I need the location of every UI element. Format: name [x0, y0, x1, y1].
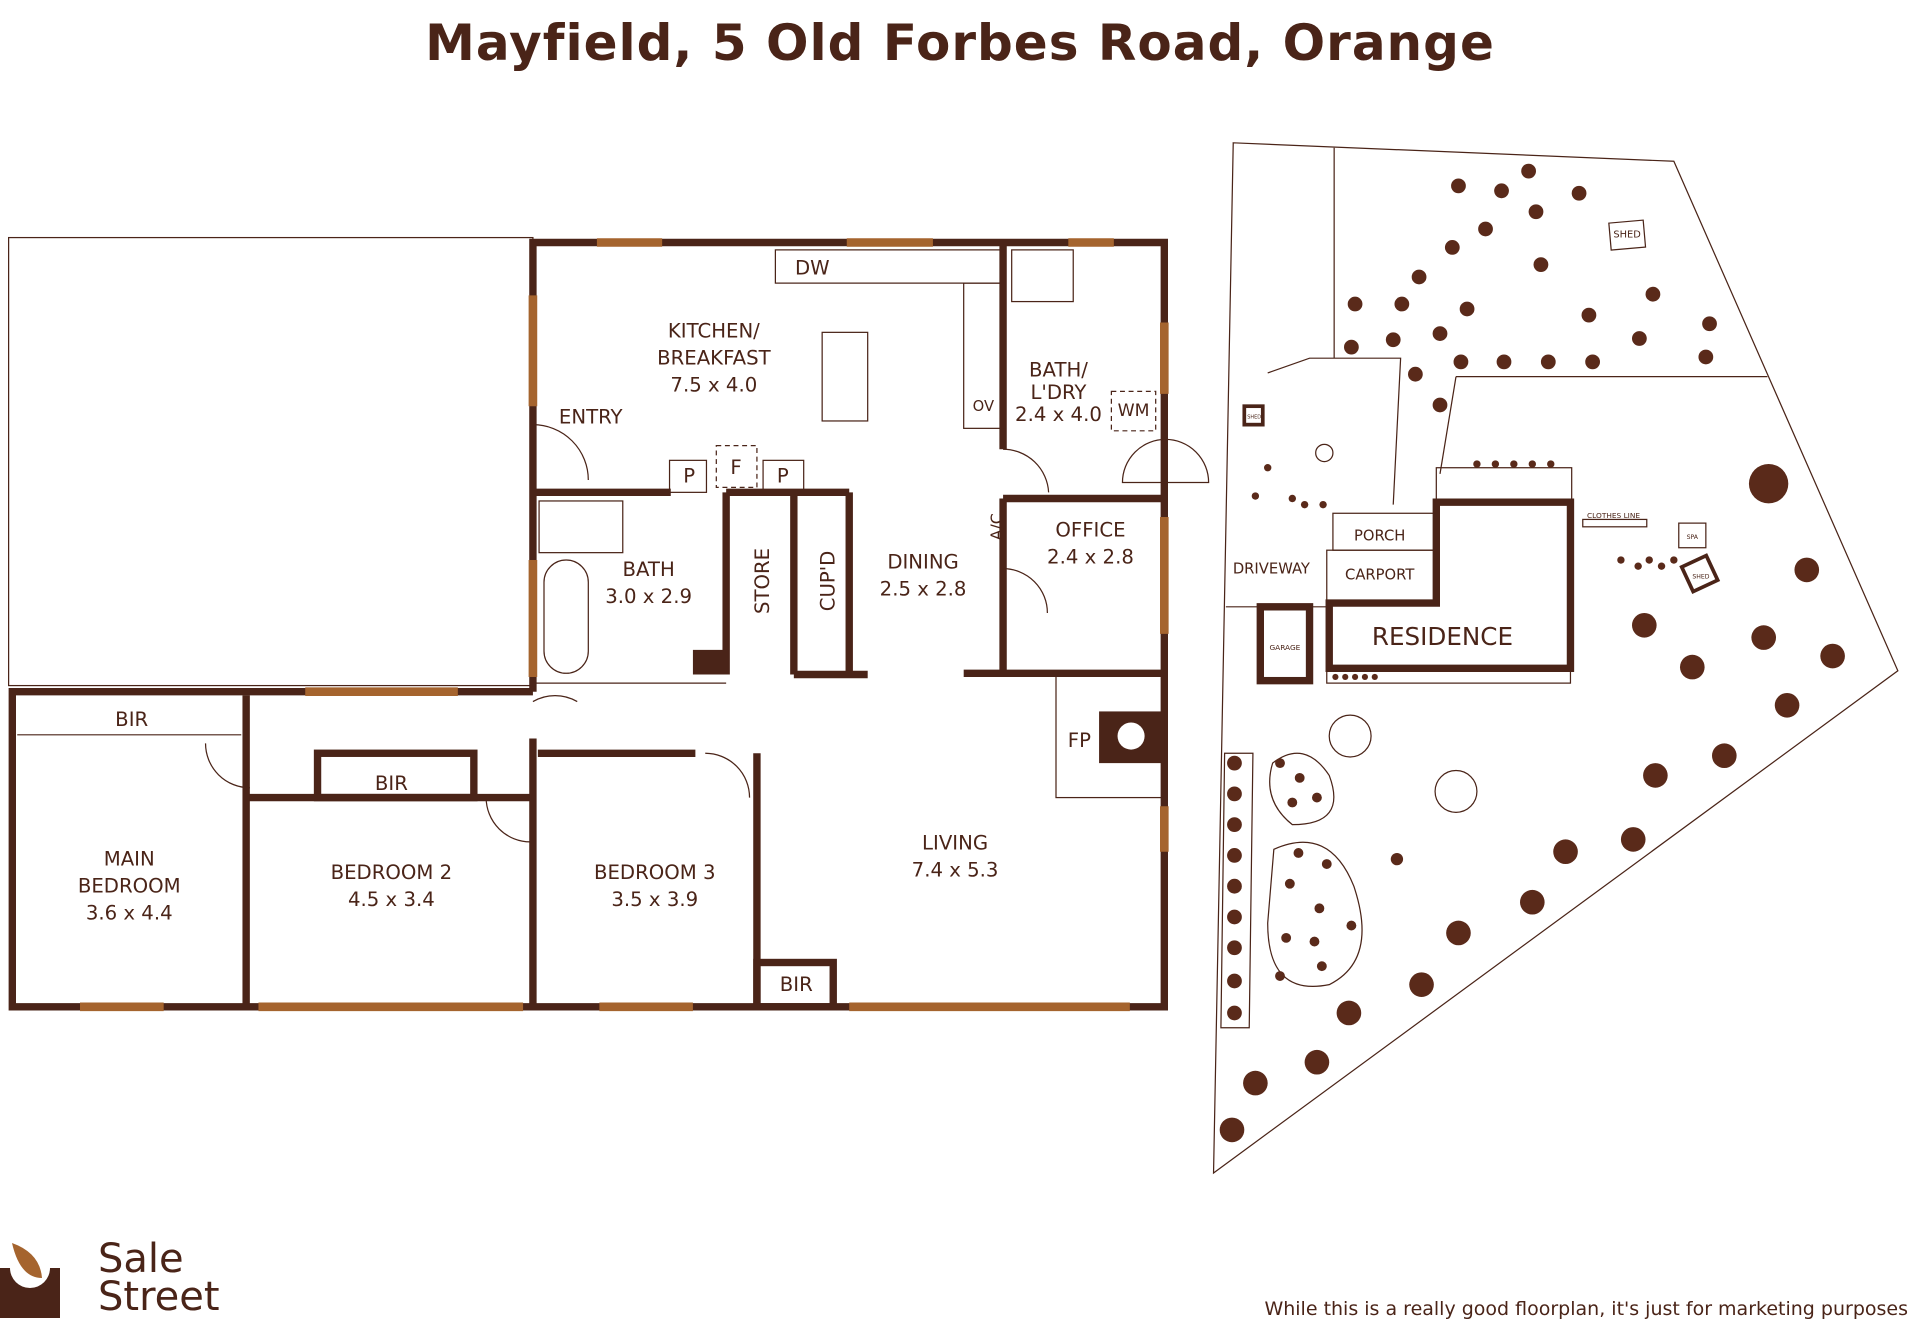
dining-label: DINING: [887, 551, 958, 574]
kitchen-size: 7.5 x 4.0: [670, 373, 757, 396]
bedroom2-label: BEDROOM 2: [331, 861, 453, 884]
ac-label: A/C: [987, 513, 1006, 541]
bed3-bir-label: BIR: [780, 973, 813, 996]
dw-label: DW: [795, 256, 830, 279]
cupd-label: CUP'D: [816, 551, 839, 612]
kitchen-label: KITCHEN/: [668, 319, 760, 342]
main-bedroom-label: MAIN: [104, 847, 155, 870]
store-label: STORE: [751, 548, 774, 614]
shed-top-label: SHED: [1613, 230, 1640, 241]
bedroom2-size: 4.5 x 3.4: [348, 888, 435, 911]
driveway-label: DRIVEWAY: [1233, 561, 1311, 578]
bedroom3-size: 3.5 x 3.9: [611, 888, 698, 911]
bed2-bir-label: BIR: [375, 772, 408, 795]
bath-ldry-size: 2.4 x 4.0: [1015, 403, 1102, 426]
fireplace-label: FP: [1068, 729, 1091, 752]
living-size: 7.4 x 5.3: [912, 858, 999, 881]
bath-size: 3.0 x 2.9: [605, 585, 692, 608]
bath-ldry-label-2: L'DRY: [1030, 381, 1087, 404]
pantry-label: P: [683, 464, 695, 487]
house-walls: [7, 236, 1210, 1011]
main-bedroom-label-2: BEDROOM: [78, 874, 181, 897]
shed-left-label: SHED: [1247, 414, 1261, 420]
kitchen-label-2: BREAKFAST: [657, 346, 771, 369]
porch-label: PORCH: [1354, 527, 1405, 544]
brand-line-2: Street: [98, 1274, 220, 1320]
sale-street-logo-icon: [0, 1243, 60, 1318]
main-bedroom-size: 3.6 x 4.4: [86, 901, 173, 924]
carport-label: CARPORT: [1345, 567, 1415, 584]
garage-label: GARAGE: [1269, 643, 1300, 652]
bedroom3-label: BEDROOM 3: [594, 861, 716, 884]
windows: [80, 238, 1169, 1012]
pantry-label-2: P: [777, 464, 789, 487]
disclaimer: While this is a really good floorplan, i…: [1264, 1298, 1908, 1320]
bath-label: BATH: [622, 558, 674, 581]
brand-line-1: Sale: [98, 1236, 184, 1282]
main-bir-label: BIR: [115, 708, 148, 731]
wm-label: WM: [1118, 401, 1150, 421]
bath-ldry-label: BATH/: [1029, 359, 1088, 382]
office-size: 2.4 x 2.8: [1047, 546, 1134, 569]
dining-size: 2.5 x 2.8: [880, 578, 967, 601]
brand-name: Sale Street: [98, 1236, 220, 1320]
site-plan: SHED SHED SHED PORCH CARPORT DRIVEWAY GA…: [1212, 142, 1899, 1175]
clothes-line-label: CLOTHES LINE: [1587, 511, 1640, 520]
living-label: LIVING: [922, 831, 988, 854]
fridge-label: F: [730, 456, 741, 479]
entry-label: ENTRY: [559, 405, 624, 428]
office-label: OFFICE: [1055, 519, 1125, 542]
shed-right-label: SHED: [1692, 573, 1709, 580]
ov-label: OV: [973, 398, 994, 415]
residence-label: RESIDENCE: [1372, 622, 1513, 651]
spa-label: SPA: [1687, 534, 1699, 541]
page-title: Mayfield, 5 Old Forbes Road, Orange: [425, 14, 1495, 72]
